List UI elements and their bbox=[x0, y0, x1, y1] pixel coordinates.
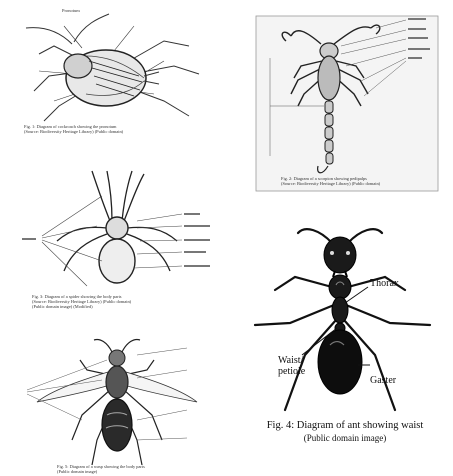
wasp-diagram bbox=[12, 330, 222, 476]
cockroach-caption: Fig. 1: Diagram of cockroach showing the… bbox=[24, 124, 204, 134]
spider-diagram bbox=[12, 166, 222, 314]
thorax-label: Thorax bbox=[370, 278, 399, 289]
wasp-figure: Fig. 5: Diagram of a wasp showing the bo… bbox=[12, 330, 222, 476]
wasp-caption: Fig. 5: Diagram of a wasp showing the bo… bbox=[57, 464, 197, 474]
ant-caption: Fig. 4: Diagram of ant showing waist (Pu… bbox=[240, 420, 450, 444]
spider-figure: Fig. 3: Diagram of a spider showing the … bbox=[12, 166, 222, 314]
cockroach-figure: Pronotum Fig. 1: Diagram of cockroach sh… bbox=[14, 6, 209, 146]
waist-petiole-label: Waist/ petiole bbox=[278, 355, 305, 377]
scorpion-diagram bbox=[246, 6, 444, 194]
scorpion-figure: Fig. 2: Diagram of a scorpion showing pe… bbox=[246, 6, 444, 194]
spider-caption: Fig. 3: Diagram of a spider showing the … bbox=[32, 294, 217, 309]
scorpion-caption: Fig. 2: Diagram of a scorpion showing pe… bbox=[281, 176, 431, 186]
gaster-label: Gaster bbox=[370, 375, 396, 386]
pronotum-label: Pronotum bbox=[62, 8, 80, 13]
ant-figure: Thorax Waist/ petiole Gaster Fig. 4: Dia… bbox=[240, 215, 450, 465]
